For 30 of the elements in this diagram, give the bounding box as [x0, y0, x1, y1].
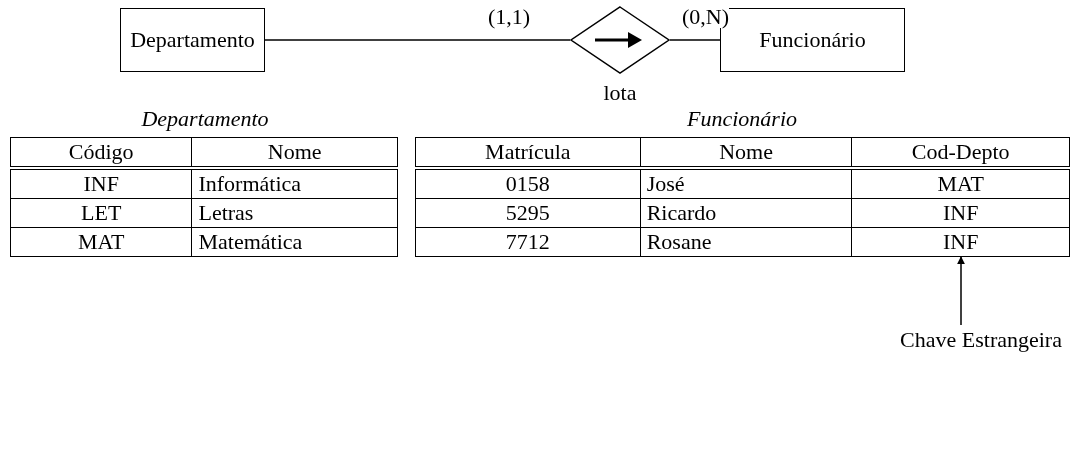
table-cell: Letras: [191, 198, 398, 228]
table-cell: INF: [851, 198, 1070, 228]
relationship-line: [957, 256, 965, 326]
table-cell: LET: [10, 198, 192, 228]
column-header: Nome: [640, 137, 852, 168]
relationship-line: [264, 39, 571, 41]
entity-box: Departamento: [120, 8, 265, 72]
annotation-text: Chave Estrangeira: [882, 325, 1080, 355]
table-cell: 0158: [415, 168, 641, 199]
table-cell: Informática: [191, 168, 398, 199]
column-header: Código: [10, 137, 192, 168]
table-caption: Departamento: [141, 106, 269, 132]
cardinality-label: (1,1): [488, 6, 531, 28]
column-header: Nome: [191, 137, 398, 168]
table-cell: INF: [851, 227, 1070, 257]
table-cell: 7712: [415, 227, 641, 257]
table-cell: MAT: [851, 168, 1070, 199]
relationship-line: [669, 39, 721, 41]
column-header: Cod-Depto: [851, 137, 1070, 168]
table-cell: 5295: [415, 198, 641, 228]
table-cell: Matemática: [191, 227, 398, 257]
table-cell: INF: [10, 168, 192, 199]
cardinality-label: (0,N): [682, 6, 730, 28]
table-cell: MAT: [10, 227, 192, 257]
column-header: Matrícula: [415, 137, 641, 168]
table-cell: Rosane: [640, 227, 852, 257]
relationship-name: lota: [603, 80, 637, 106]
table-caption: Funcionário: [687, 106, 797, 132]
table-cell: José: [640, 168, 852, 199]
table-cell: Ricardo: [640, 198, 852, 228]
